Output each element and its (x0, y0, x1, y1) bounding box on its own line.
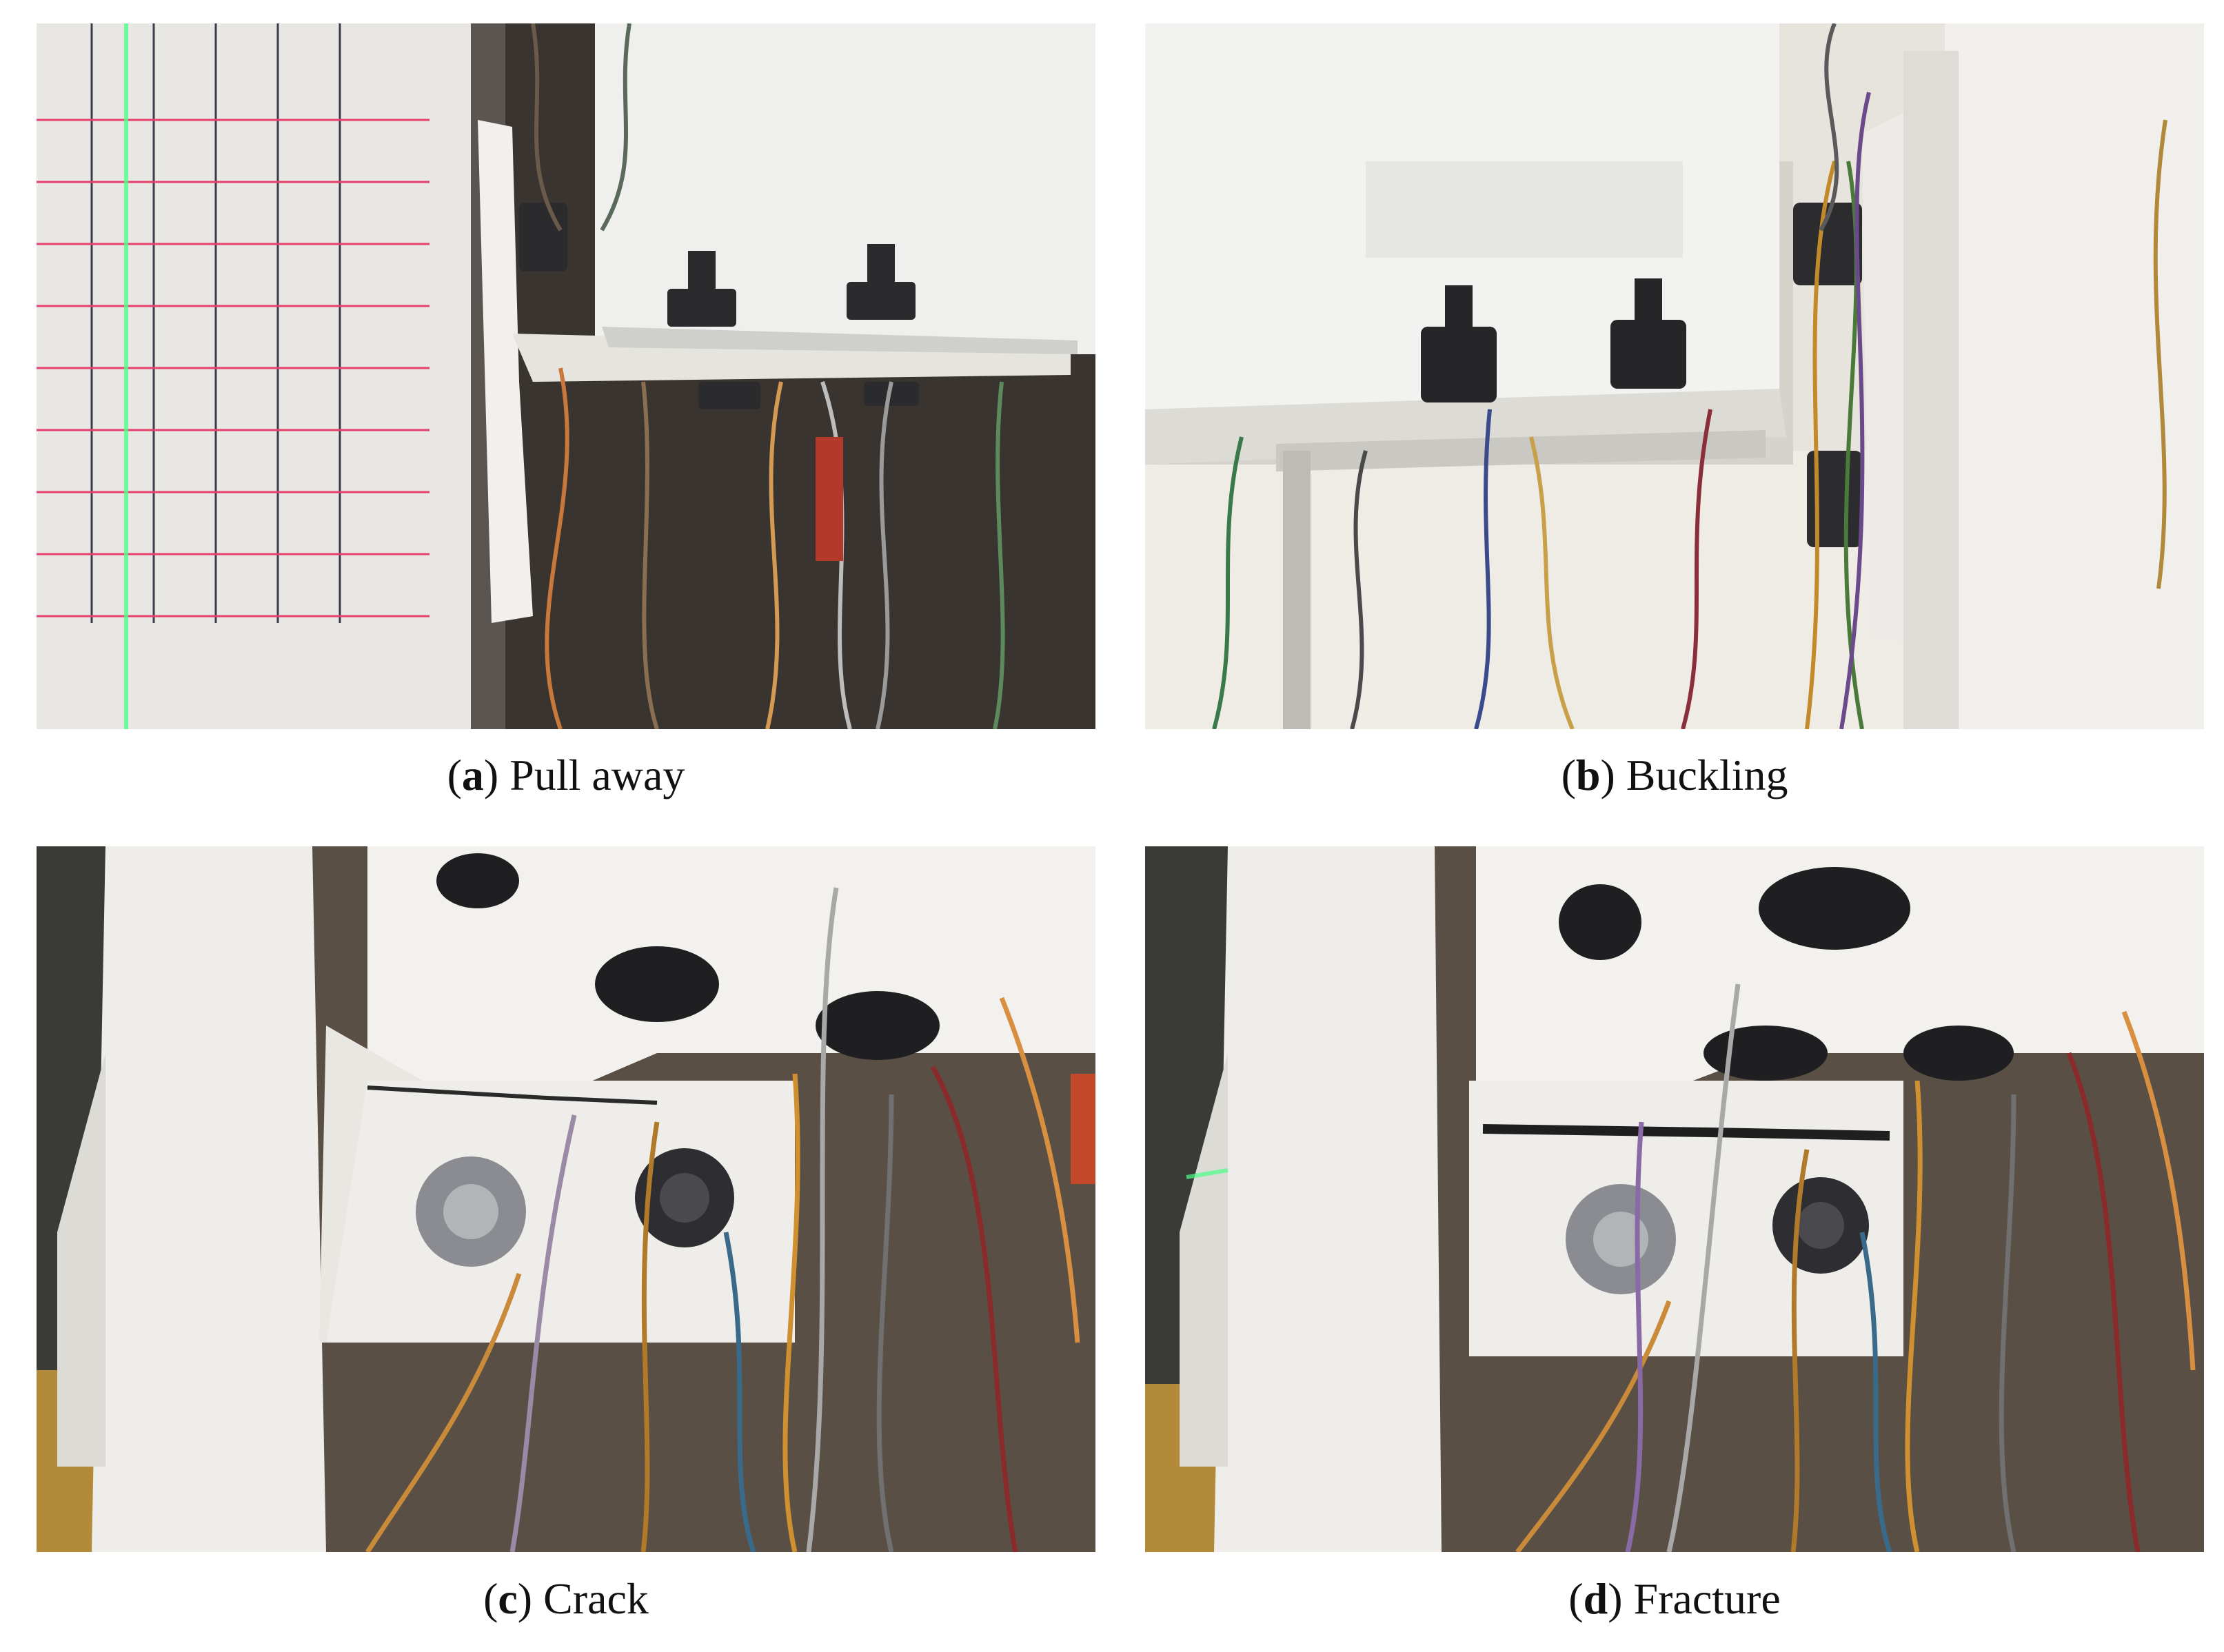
caption-b-label: Buckling (1626, 751, 1788, 799)
caption-d-letter: d (1583, 1574, 1608, 1623)
caption-d-label: Fracture (1633, 1574, 1781, 1623)
caption-c-label: Crack (543, 1574, 649, 1623)
caption-a-label: Pull away (509, 751, 685, 799)
photo-fracture (1145, 846, 2204, 1552)
photo-pull-away (37, 23, 1095, 729)
caption-c: (c) Crack (483, 1574, 649, 1623)
caption-b: (b) Buckling (1561, 751, 1788, 799)
caption-c-letter: c (498, 1574, 518, 1623)
caption-b-letter: b (1575, 751, 1601, 799)
caption-a: (a) Pull away (447, 751, 685, 799)
caption-d: (d) Fracture (1568, 1574, 1781, 1623)
photo-buckling (1145, 23, 2204, 729)
caption-a-letter: a (461, 751, 484, 799)
photo-crack (37, 846, 1095, 1552)
